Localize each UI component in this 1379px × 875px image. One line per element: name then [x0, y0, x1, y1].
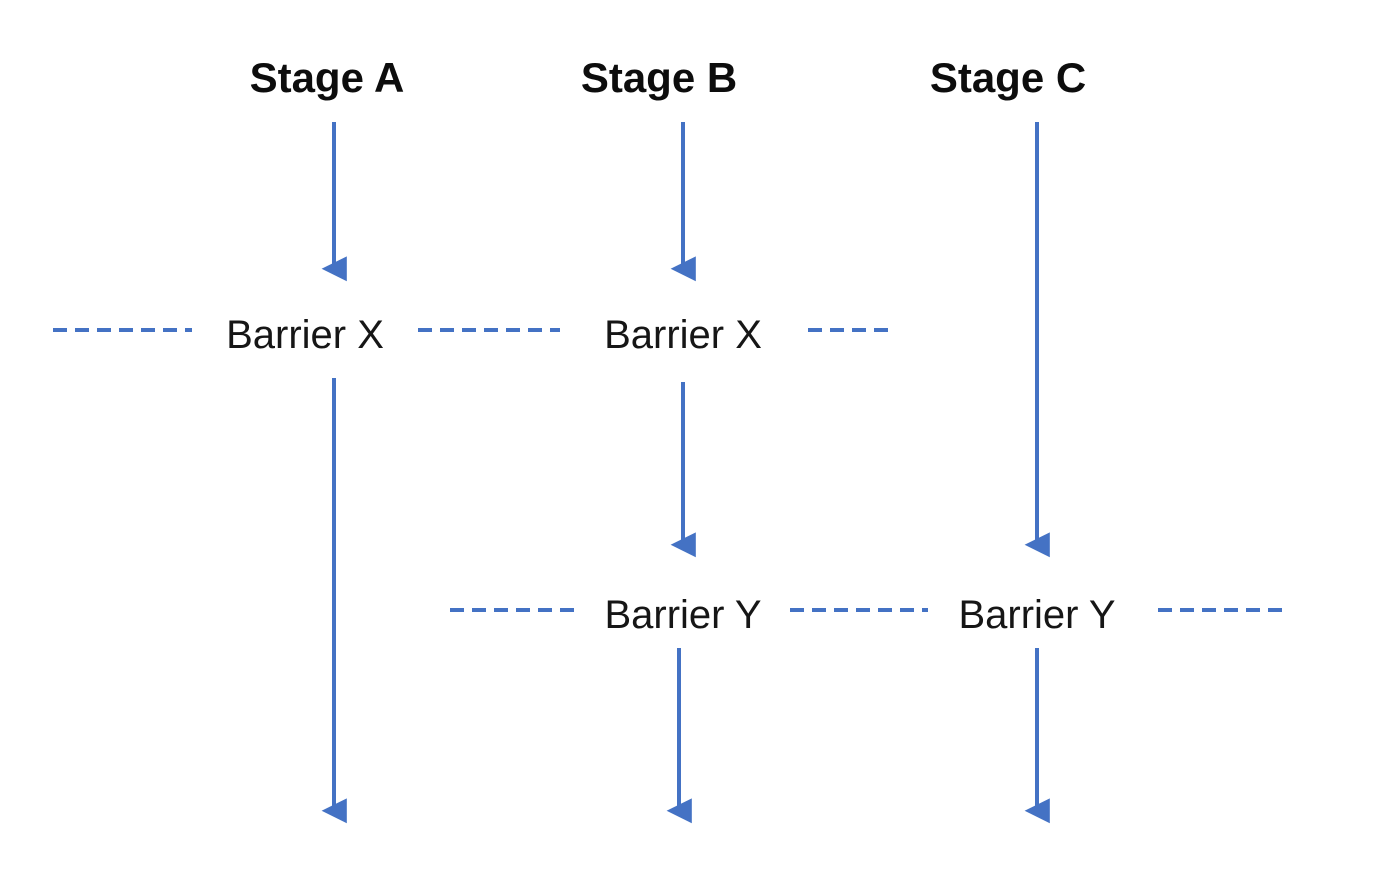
stage-headers: Stage A Stage B Stage C	[250, 54, 1087, 101]
barrier-labels: Barrier X Barrier X Barrier Y Barrier Y	[226, 313, 1115, 637]
flow-arrows	[321, 122, 1050, 824]
stage-header-a: Stage A	[250, 54, 405, 101]
stage-header-c: Stage C	[930, 54, 1086, 101]
barrier-node-x-stage-a: Barrier X	[226, 313, 384, 357]
barrier-node-y-stage-c: Barrier Y	[958, 593, 1115, 637]
stage-header-b: Stage B	[581, 54, 737, 101]
barrier-dashed-connectors	[53, 328, 1290, 612]
barrier-node-y-stage-b: Barrier Y	[604, 593, 761, 637]
barrier-node-x-stage-b: Barrier X	[604, 313, 762, 357]
